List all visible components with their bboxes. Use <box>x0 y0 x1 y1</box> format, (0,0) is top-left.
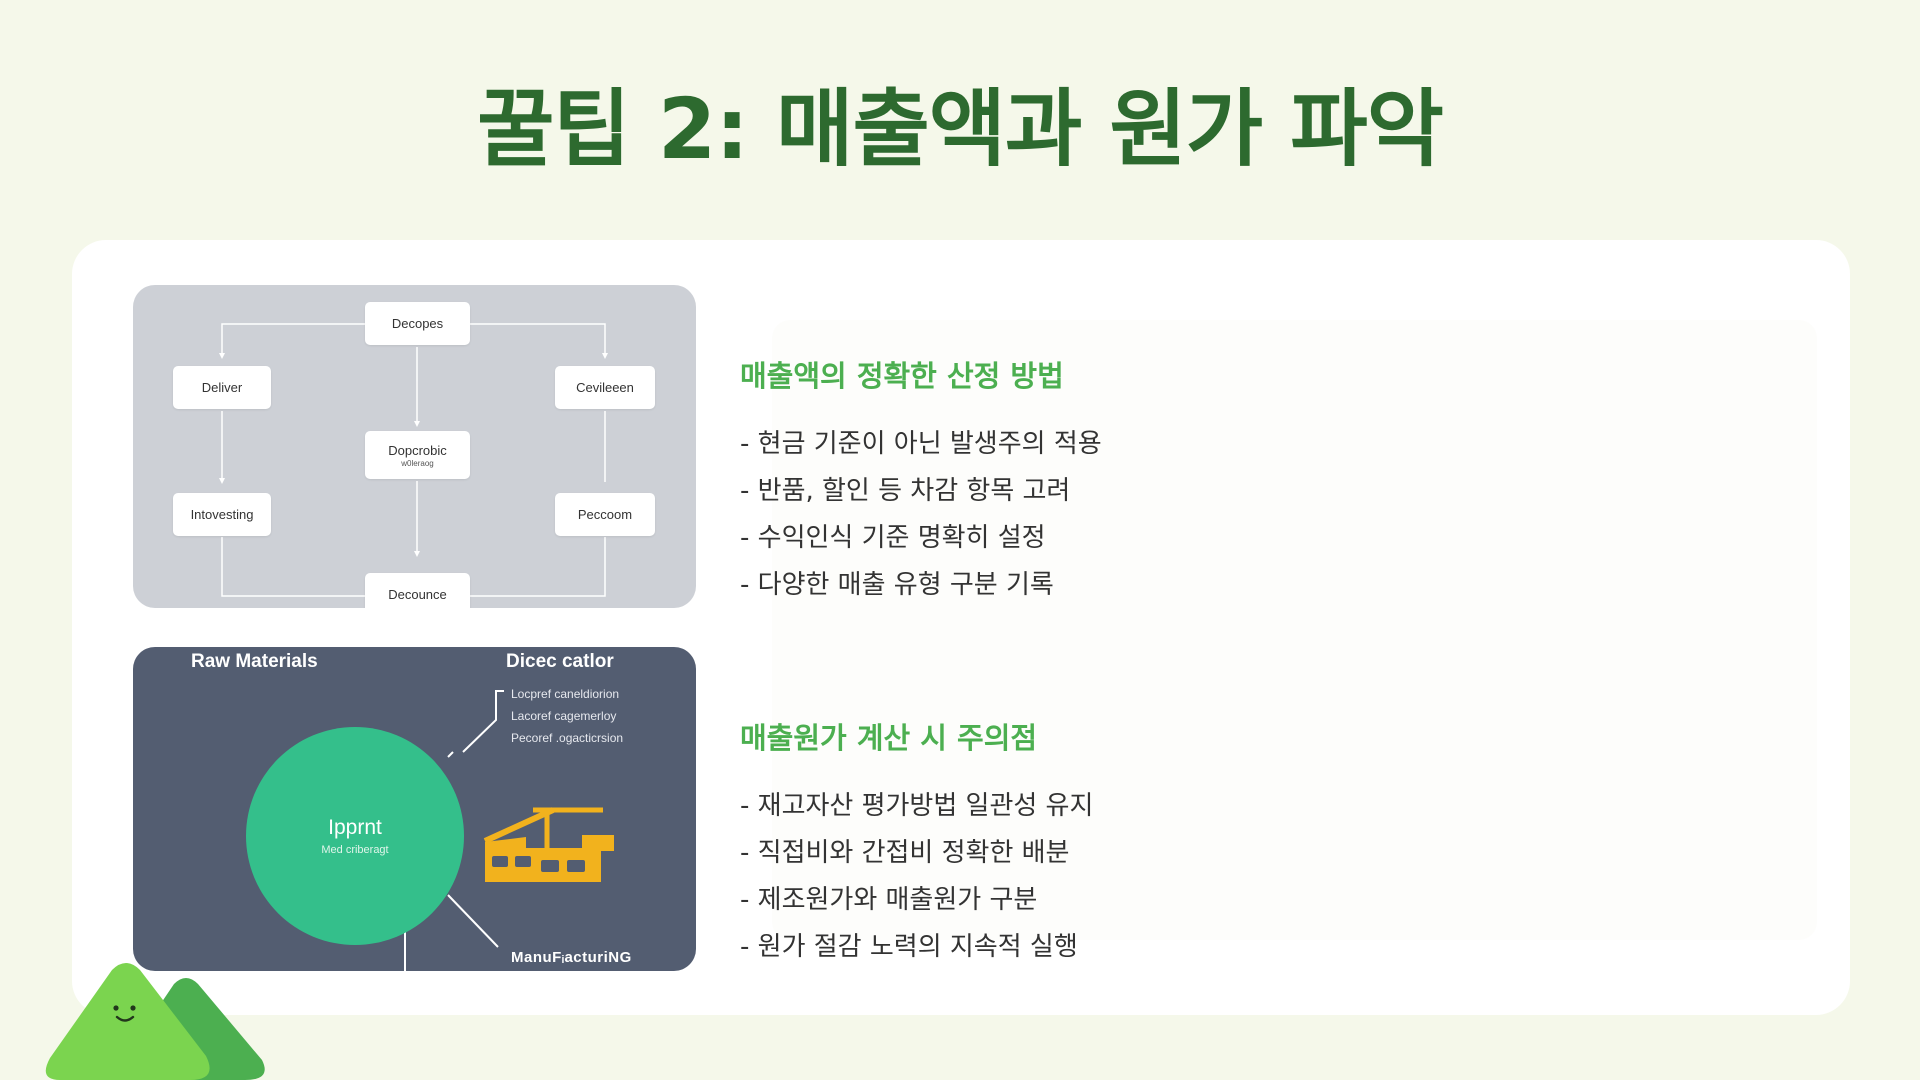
list-item: - 다양한 매출 유형 구분 기록 <box>740 570 1054 600</box>
flow-node-center-label: Dopcrobic <box>388 442 447 458</box>
cost-list: Locpref caneldiorion Lacoref cagemerloy … <box>511 683 623 749</box>
flow-connectors <box>219 323 608 597</box>
cost-list-item: Lacoref cagemerloy <box>511 709 617 723</box>
section-heading-revenue: 매출액의 정확한 산정 방법 <box>740 359 1064 393</box>
list-item: - 원가 절감 노력의 지속적 실행 <box>740 932 1078 962</box>
list-item: - 현금 기준이 아닌 발생주의 적용 <box>740 429 1102 459</box>
section-heading-cost: 매출원가 계산 시 주의점 <box>740 721 1038 755</box>
list-item: - 반품, 할인 등 차감 항목 고려 <box>740 476 1071 506</box>
input-circle: Ipprnt Med criberagt <box>246 727 464 945</box>
flow-node-top: Decopes <box>365 302 470 345</box>
flow-node-right-top: Cevileeen <box>555 366 655 409</box>
cost-tips-list: - 재고자산 평가방법 일관성 유지 - 직접비와 간접비 정확한 배분 - 제… <box>740 783 1093 971</box>
cost-list-item: Pecoref .ogacticrsion <box>511 731 624 745</box>
flow-node-center-sub: w0leraog <box>401 458 434 468</box>
process-flow-image: Decopes Deliver Cevileeen Dopcrobic w0le… <box>133 285 696 608</box>
list-item: - 재고자산 평가방법 일관성 유지 <box>740 791 1094 821</box>
manufacturing-label: ManuFᵢacturiNG <box>511 949 632 966</box>
manufacturing-image: Raw Materials Dicec catlor Locpref canel… <box>133 647 696 971</box>
circle-label: Ipprnt <box>328 816 382 839</box>
flow-node-left-top: Deliver <box>173 366 271 409</box>
manufacturing-lines <box>404 690 614 971</box>
circle-sublabel: Med criberagt <box>321 844 389 856</box>
list-item: - 제조원가와 매출원가 구분 <box>740 885 1038 915</box>
page-title: 꿀팁 2: 매출액과 원가 파악 <box>477 80 1444 178</box>
flow-node-center: Dopcrobic w0leraog <box>365 431 470 479</box>
mountain-mascot-icon <box>45 963 265 1080</box>
flow-node-right-bottom: Peccoom <box>555 493 655 536</box>
revenue-tips-list: - 현금 기준이 아닌 발생주의 적용 - 반품, 할인 등 차감 항목 고려 … <box>740 421 1102 609</box>
text-panel <box>772 320 1817 940</box>
list-item: - 직접비와 간접비 정확한 배분 <box>740 838 1070 868</box>
list-item: - 수익인식 기준 명확히 설정 <box>740 523 1046 553</box>
content-card: Decopes Deliver Cevileeen Dopcrobic w0le… <box>72 240 1850 1015</box>
cost-list-item: Locpref caneldiorion <box>511 687 620 701</box>
raw-materials-heading: Raw Materials <box>191 651 318 672</box>
direct-cost-heading: Dicec catlor <box>506 651 614 672</box>
flow-node-bottom: Decounce <box>365 573 470 608</box>
flow-node-left-bottom: Intovesting <box>173 493 271 536</box>
